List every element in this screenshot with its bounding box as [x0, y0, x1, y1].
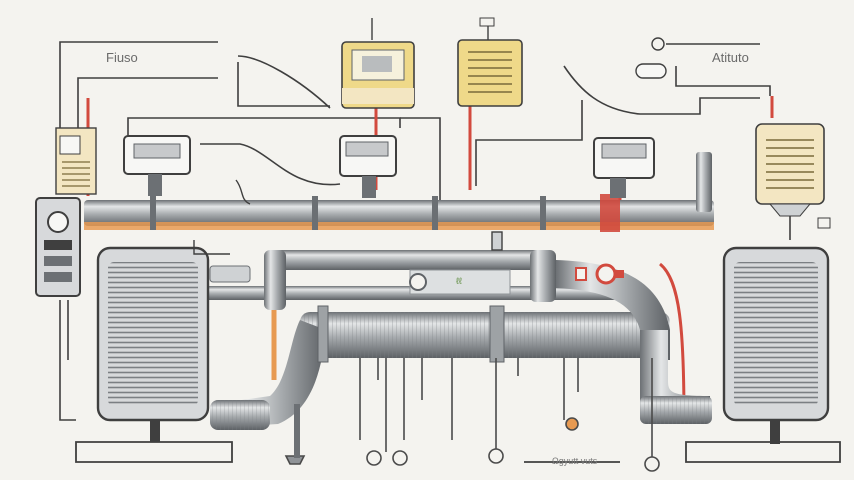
- middle-pipe-label: ℓℓ: [456, 276, 462, 286]
- thermometer-icon: [193, 179, 503, 255]
- corrugated-duct: [210, 260, 712, 430]
- probes: [359, 358, 653, 460]
- top-right-label: Atituto: [712, 50, 749, 65]
- control-box-icon: [341, 17, 523, 109]
- filter-unit: [635, 37, 825, 240]
- thermostat: [35, 127, 97, 297]
- radiator-icon: [96, 246, 830, 444]
- valve-icon: [575, 217, 831, 285]
- wiring: [59, 41, 771, 421]
- bottom-caption: Ωgyutt vuts: [552, 456, 598, 466]
- main-header-duct: [84, 152, 714, 232]
- base-rails: [75, 441, 841, 463]
- middle-manifold: [200, 250, 620, 310]
- top-left-label: Fiuso: [106, 50, 138, 65]
- gauge-icon: [123, 135, 655, 198]
- probe-bulbs: [284, 404, 660, 472]
